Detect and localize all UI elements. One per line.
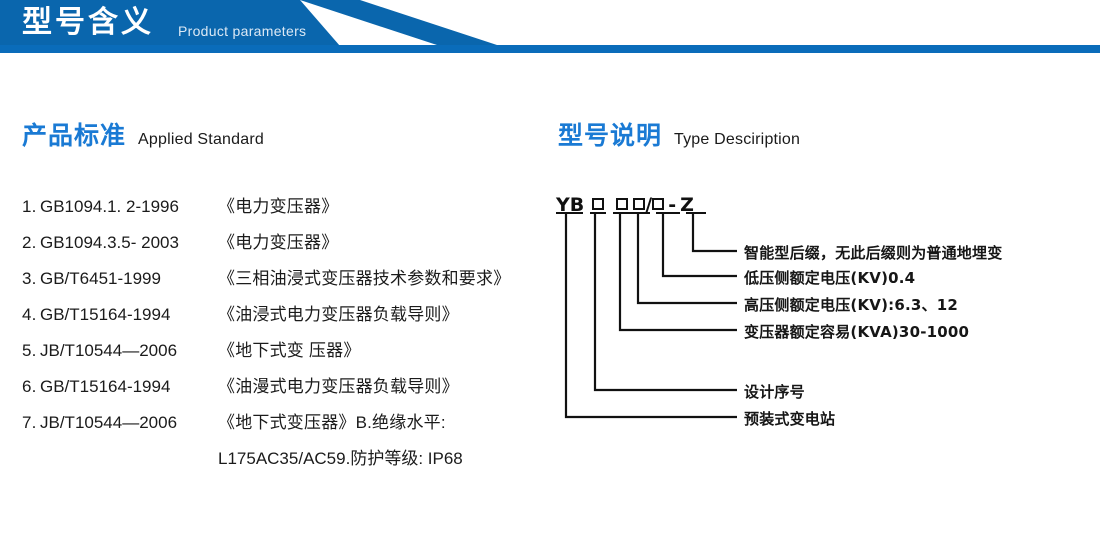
- list-item-index: 6.: [22, 377, 37, 396]
- list-item-code: GB/T6451-1999: [40, 269, 161, 288]
- list-item-code: JB/T10544—2006: [40, 413, 178, 432]
- list-item: 4. GB/T15164-1994 《油浸式电力变压器负载导则》: [22, 300, 552, 336]
- list-item-code: GB1094.3.5- 2003: [40, 233, 179, 252]
- applied-standard-heading-en: Applied Standard: [138, 131, 264, 148]
- list-item-name: 《三相油浸式变压器技术参数和要求》: [218, 269, 511, 288]
- list-item-name: 《电力变压器》: [218, 197, 339, 216]
- banner-subtitle: Product parameters: [178, 23, 307, 39]
- list-item-code: GB/T15164-1994: [40, 377, 171, 396]
- list-item-code: JB/T10544—2006: [40, 341, 178, 360]
- continuation-spacer: [22, 444, 218, 480]
- type-code-slash: /: [645, 194, 653, 216]
- type-code-box-4: [652, 198, 665, 210]
- list-item-code: GB/T15164-1994: [40, 305, 171, 324]
- callout-label-smart-suffix: 智能型后缀，无此后缀则为普通地埋变: [744, 244, 1003, 262]
- banner-underline-bar: [0, 45, 1100, 53]
- list-item-index: 3.: [22, 269, 37, 288]
- callout-label-prefab-substation: 预装式变电站: [744, 410, 836, 428]
- list-item: 5. JB/T10544—2006 《地下式变 压器》: [22, 336, 552, 372]
- list-item: 2. GB1094.3.5- 2003 《电力变压器》: [22, 228, 552, 264]
- list-item-index: 2.: [22, 233, 37, 252]
- list-item-index: 1.: [22, 197, 37, 216]
- type-code-box-3: [633, 198, 646, 210]
- list-item-name: 《地下式变压器》B.绝缘水平:: [218, 413, 446, 432]
- list-item: 3. GB/T6451-1999 《三相油浸式变压器技术参数和要求》: [22, 264, 552, 300]
- callout-label-design-serial: 设计序号: [744, 383, 805, 401]
- callout-label-rated-capacity: 变压器额定容易(KVA)30-1000: [744, 323, 970, 341]
- banner-title: 型号含义: [22, 5, 154, 40]
- list-item-index: 7.: [22, 413, 37, 432]
- list-item: 6. GB/T15164-1994 《油漫式电力变压器负载导则》: [22, 372, 552, 408]
- type-code-box-1: [592, 198, 605, 210]
- type-code-prefix: YB: [556, 194, 585, 216]
- type-code-suffix: Z: [680, 194, 694, 216]
- type-description-heading-cn: 型号说明: [558, 121, 663, 150]
- continuation-text: L175AC35/AC59.防护等级: IP68: [218, 449, 463, 468]
- applied-standard-heading-cn: 产品标准: [22, 121, 127, 150]
- list-item-index: 4.: [22, 305, 37, 324]
- list-item-code: GB1094.1. 2-1996: [40, 197, 179, 216]
- list-item-name: 《电力变压器》: [218, 233, 339, 252]
- type-code-string: YB /-Z: [556, 194, 694, 216]
- callout-label-hv-rated-voltage: 高压侧额定电压(KV):6.3、12: [744, 296, 958, 314]
- list-item-index: 5.: [22, 341, 37, 360]
- type-description-heading-en: Type Desciription: [674, 131, 801, 148]
- list-item: 1. GB1094.1. 2-1996 《电力变压器》: [22, 192, 552, 228]
- standards-list: 1. GB1094.1. 2-1996 《电力变压器》 2. GB1094.3.…: [22, 192, 552, 480]
- list-item-name: 《油漫式电力变压器负载导则》: [218, 377, 459, 396]
- type-code-box-2: [616, 198, 629, 210]
- list-item-name: 《地下式变 压器》: [218, 341, 361, 360]
- callout-label-lv-rated-voltage: 低压侧额定电压(KV)0.4: [744, 269, 916, 287]
- list-item-continuation: L175AC35/AC59.防护等级: IP68: [22, 444, 552, 480]
- list-item-name: 《油浸式电力变压器负载导则》: [218, 305, 459, 324]
- banner-background-shape: [0, 0, 340, 46]
- list-item: 7. JB/T10544—2006 《地下式变压器》B.绝缘水平:: [22, 408, 552, 444]
- page-header-banner: 型号含义 Product parameters: [0, 0, 1100, 56]
- type-description-heading: 型号说明 Type Desciription: [558, 116, 800, 152]
- type-code-dash: -: [668, 194, 677, 216]
- applied-standard-heading: 产品标准 Applied Standard: [22, 116, 264, 152]
